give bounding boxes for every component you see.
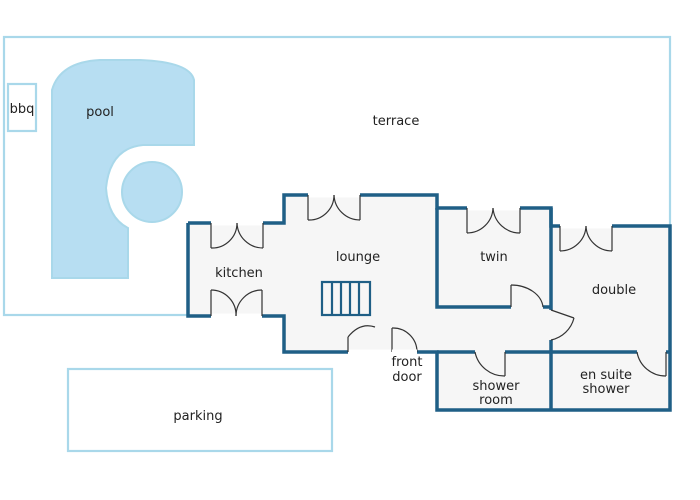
kitchen-bottom-doors xyxy=(210,289,263,317)
front-door-label-line2: door xyxy=(392,370,422,385)
bbq-area xyxy=(6,82,38,133)
ensuite-label-line1: en suite xyxy=(580,368,632,383)
double-top-doors xyxy=(559,225,613,252)
twin-walls xyxy=(435,208,511,309)
front-door xyxy=(391,327,418,355)
kitchen-top-doors xyxy=(210,222,264,249)
terrace-label: terrace xyxy=(373,114,420,129)
lounge-label: lounge xyxy=(336,250,380,265)
shower-room-label-line1: shower xyxy=(473,379,521,394)
twin-door xyxy=(510,284,544,308)
pool-island xyxy=(121,161,183,223)
lounge-top-doors xyxy=(307,194,361,221)
twin-top-doors xyxy=(466,207,521,234)
pool-label: pool xyxy=(86,105,114,120)
parking-label: parking xyxy=(173,409,222,424)
lounge-inner-door xyxy=(347,325,376,352)
staircase xyxy=(320,280,372,317)
ensuite-label-line2: shower xyxy=(583,382,631,397)
twin-label: twin xyxy=(480,250,508,265)
pool-shape xyxy=(51,59,195,279)
shower-room-door xyxy=(474,351,506,377)
double-door xyxy=(550,309,575,341)
ensuite-door xyxy=(636,351,667,377)
double-label: double xyxy=(592,283,636,298)
parking-area xyxy=(66,367,334,453)
kitchen-label: kitchen xyxy=(215,266,263,281)
bbq-label: bbq xyxy=(10,102,35,117)
front-door-label-line1: front xyxy=(392,355,423,370)
shower-room-label-line2: room xyxy=(479,393,513,408)
